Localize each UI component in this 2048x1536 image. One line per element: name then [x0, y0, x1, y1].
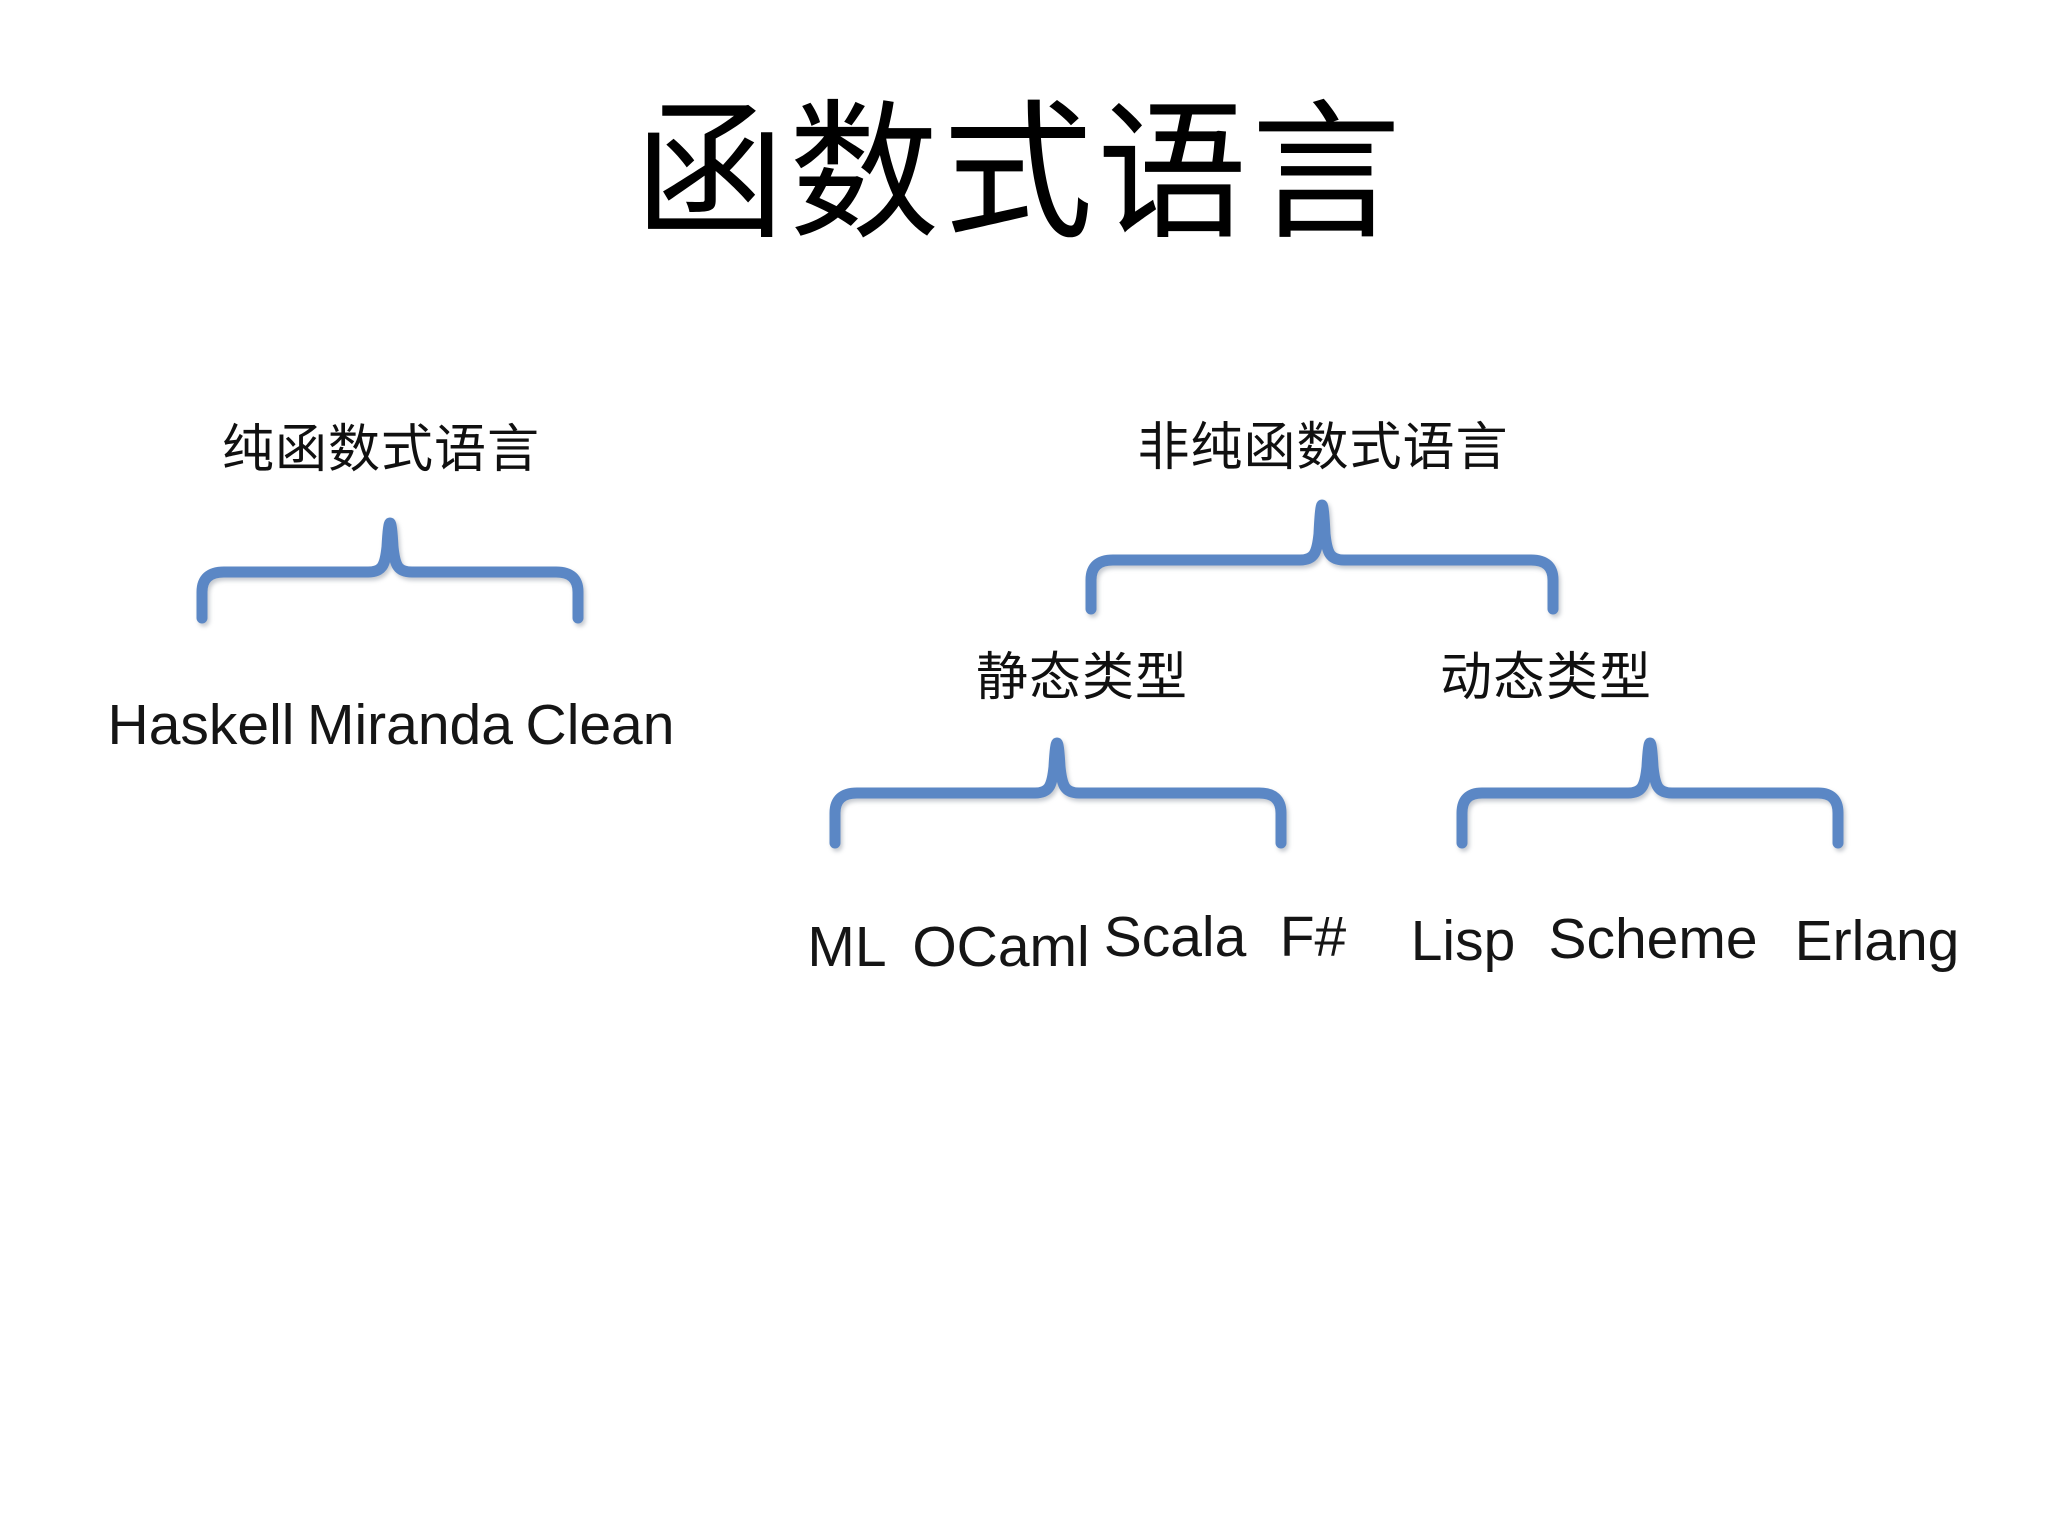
impure-group-label: 非纯函数式语言: [1137, 418, 1509, 478]
language-ml: ML: [807, 915, 887, 979]
language-erlang: Erlang: [1794, 909, 1960, 973]
pure-group-label: 纯函数式语言: [221, 420, 541, 480]
brace-impure-languages: [1085, 499, 1559, 615]
brace-static-typing: [829, 737, 1287, 849]
brace-dynamic-typing: [1456, 737, 1844, 849]
language-fsharp: F#: [1279, 905, 1347, 969]
language-lisp: Lisp: [1410, 909, 1516, 973]
language-ocaml: OCaml: [912, 915, 1090, 979]
language-scheme: Scheme: [1548, 907, 1758, 971]
page-title: 函数式语言: [634, 87, 1406, 261]
language-clean: Clean: [525, 693, 675, 757]
brace-pure-languages: [196, 517, 584, 624]
language-haskell: Haskell: [107, 693, 295, 757]
language-miranda: Miranda: [307, 693, 513, 757]
dynamic-typing-label: 动态类型: [1439, 648, 1653, 708]
language-scala: Scala: [1103, 905, 1247, 969]
static-typing-label: 静态类型: [975, 648, 1189, 708]
